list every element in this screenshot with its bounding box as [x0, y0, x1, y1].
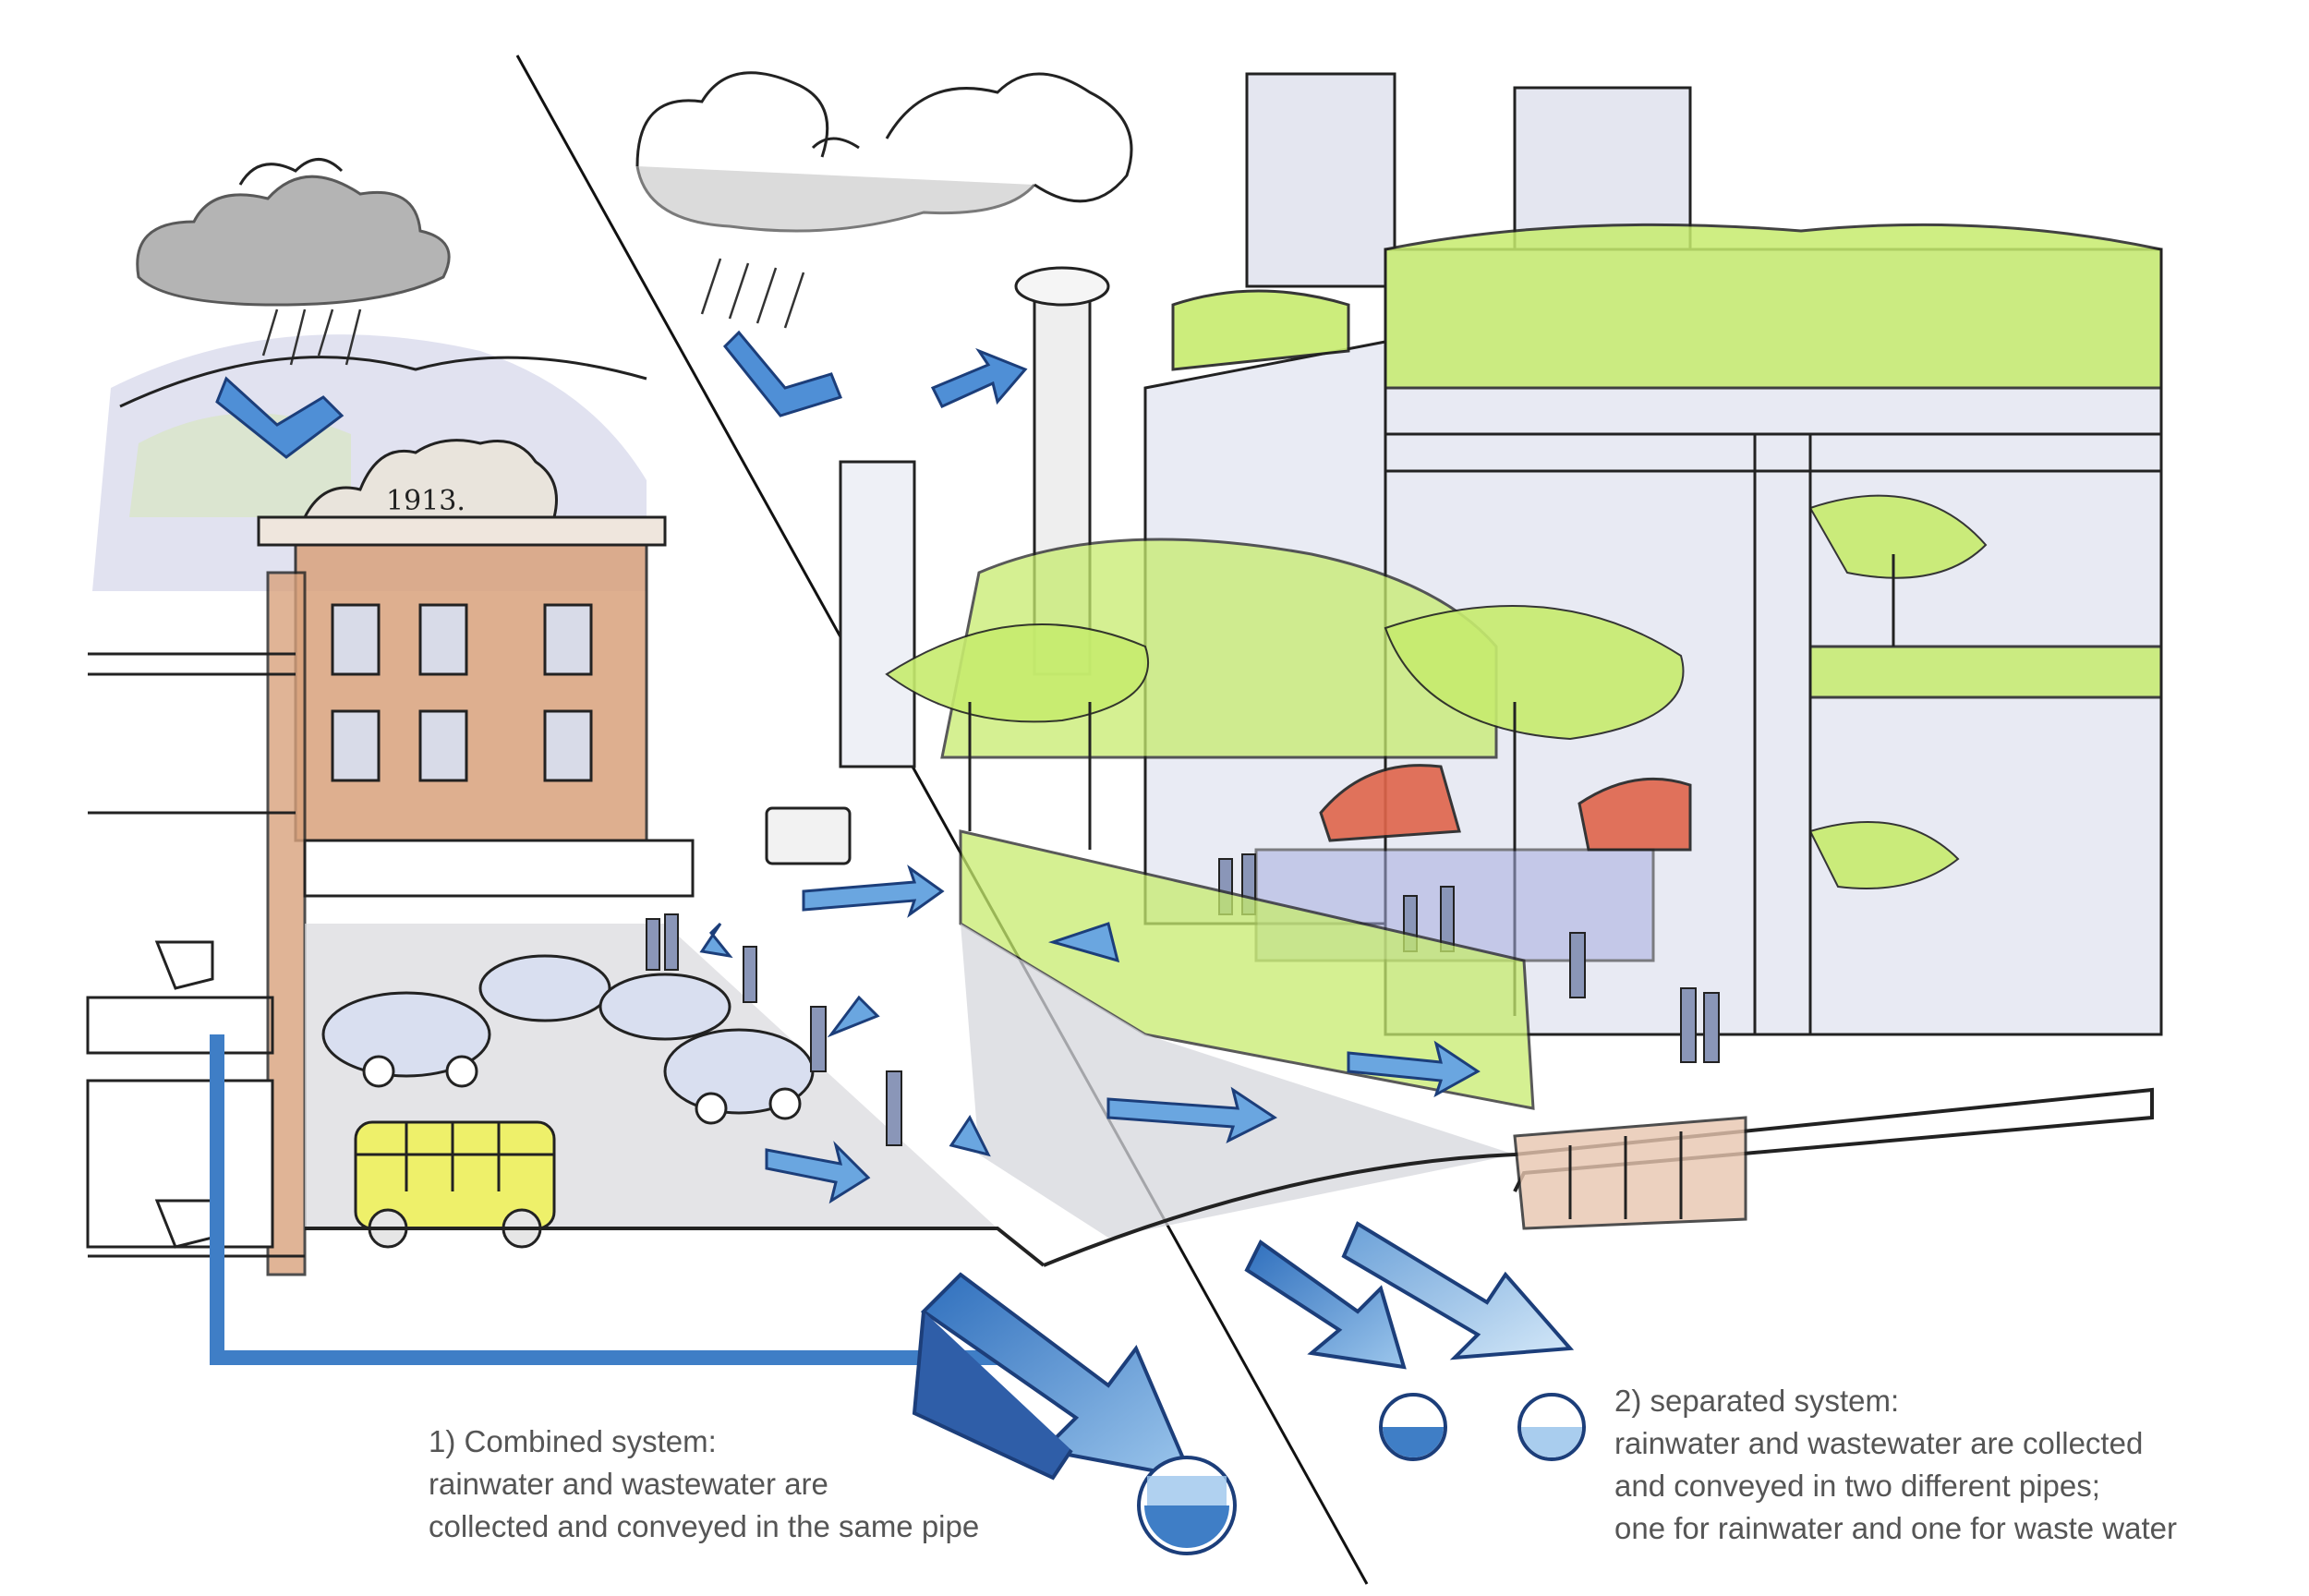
rain-arrow-left	[215, 376, 345, 459]
combined-system-line-2: rainwater and wastewater are	[429, 1467, 828, 1501]
bioswale-planting	[959, 829, 1535, 1110]
separated-system-line-4: one for rainwater and one for waste wate…	[1614, 1511, 2178, 1545]
separated-system-line-2: rainwater and wastewater are collected	[1614, 1426, 2144, 1460]
parked-cars	[321, 954, 815, 1125]
left-buildings	[86, 652, 305, 1258]
stormwater-tank	[1513, 1116, 1747, 1230]
evaporation-arrow	[930, 347, 1028, 408]
delivery-van	[765, 806, 852, 865]
separated-system-line-3: and conveyed in two different pipes;	[1614, 1469, 2100, 1503]
combined-pipe-section	[1137, 1456, 1237, 1555]
surface-runoff-arrows-left	[699, 864, 945, 1204]
separate-pipe-arrows	[1244, 1221, 1575, 1370]
rain-cloud-right	[635, 71, 1133, 233]
combined-system-scene	[86, 158, 1237, 1555]
wastewater-pipe-section	[1379, 1393, 1447, 1461]
separated-system-scene	[635, 71, 2163, 1461]
downpipe-left	[210, 1034, 997, 1365]
rain-cloud-left	[136, 158, 451, 366]
combined-pipe-arrow	[912, 1272, 1195, 1481]
building-date: 1913.	[386, 485, 465, 517]
separated-system-title: 2) separated system:	[1614, 1384, 1900, 1418]
historic-building-1913	[257, 439, 695, 1276]
rain-arrow-right	[722, 330, 842, 417]
surface-runoff-arrows-right	[949, 922, 1481, 1157]
section-divider	[515, 54, 1369, 1585]
green-roof-building	[1384, 223, 2163, 1036]
combined-system-caption: 1) Combined system: rainwater and wastew…	[429, 1421, 979, 1548]
background-towers	[839, 72, 1692, 768]
combined-system-title: 1) Combined system:	[429, 1424, 717, 1458]
pedestrians-left	[646, 913, 902, 1146]
combined-system-line-3: collected and conveyed in the same pipe	[429, 1509, 980, 1543]
rainwater-pipe-section	[1517, 1393, 1586, 1461]
separated-system-caption: 2) separated system: rainwater and waste…	[1614, 1380, 2177, 1550]
